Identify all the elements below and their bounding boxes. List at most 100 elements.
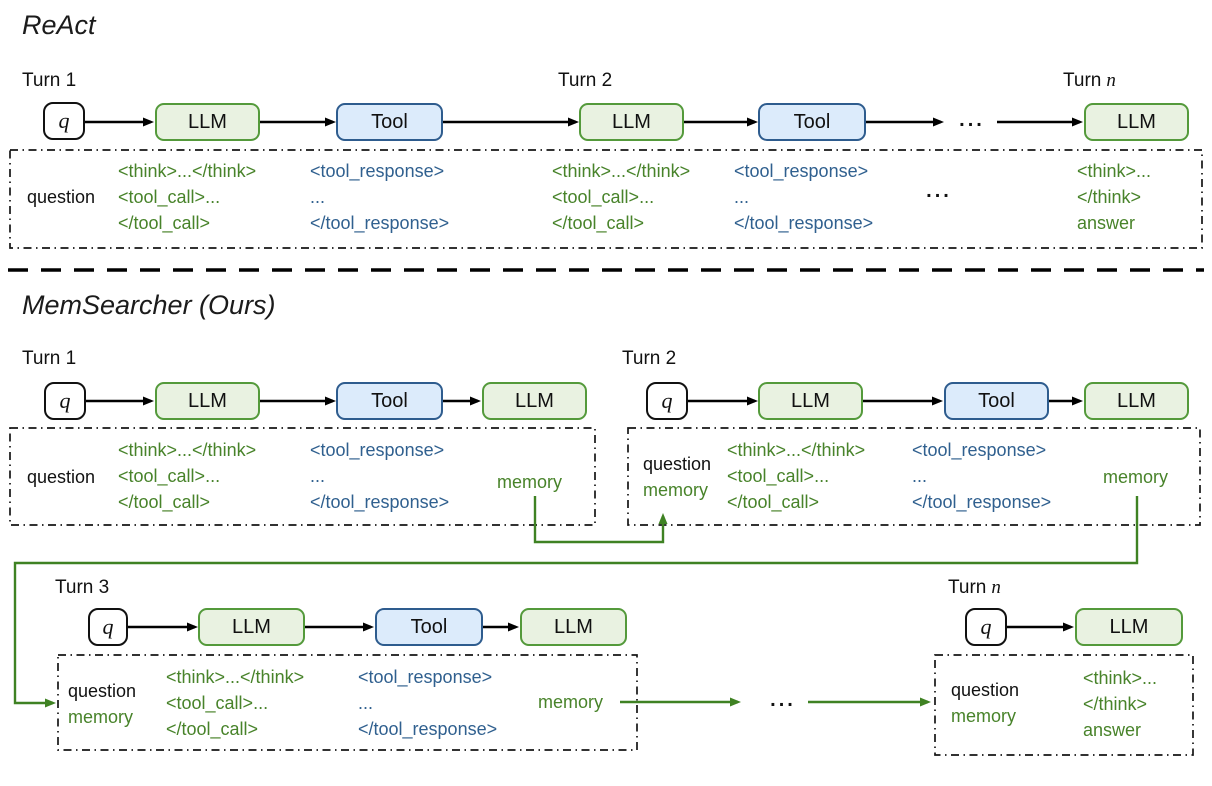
memory-token: memory: [538, 692, 604, 712]
think-token: <think>...</think>: [166, 667, 305, 687]
tool-response-dots-token: ...: [310, 187, 326, 207]
tool-node: Tool: [336, 382, 443, 420]
tool-call-open-token: <tool_call>...: [118, 187, 221, 207]
context-ellipsis: ...: [926, 180, 952, 202]
memory-token: memory: [497, 472, 563, 492]
llm-node: LLM: [1084, 103, 1189, 141]
tool-call-close-token: </tool_call>: [118, 492, 211, 512]
tool-node: Tool: [944, 382, 1049, 420]
turn-label-prefix: Turn: [1063, 70, 1102, 91]
llm-node: LLM: [1084, 382, 1189, 420]
memory-arrow-turn1-to-turn2: [533, 496, 668, 544]
tool-response-close-token: </tool_response>: [358, 719, 498, 739]
tool-response-tokens: <tool_response> ... </tool_response>: [358, 664, 497, 742]
tool-response-close-token: </tool_response>: [734, 213, 874, 233]
question-token: question: [643, 454, 712, 474]
memory-token: memory: [643, 480, 709, 500]
tool-response-open-token: <tool_response>: [310, 161, 445, 181]
memory-arrows: [13, 496, 1139, 708]
tool-call-open-token: <tool_call>...: [118, 466, 221, 486]
react-turn1-label: Turn 1: [22, 70, 77, 91]
tool-response-close-token: </tool_response>: [912, 492, 1052, 512]
memory-token: memory: [68, 707, 134, 727]
tool-response-tokens: <tool_response> ... </tool_response>: [734, 158, 873, 236]
llm-output-tokens: <think>...</think> <tool_call>... </tool…: [552, 158, 690, 236]
llm-node: LLM: [520, 608, 627, 646]
llm-node: LLM: [482, 382, 587, 420]
tool-call-close-token: </tool_call>: [552, 213, 645, 233]
tool-response-open-token: <tool_response>: [358, 667, 493, 687]
think-close-token: </think>: [1077, 187, 1142, 207]
question-token: question: [27, 467, 96, 487]
tool-response-dots-token: ...: [912, 466, 928, 486]
llm-output-tokens: <think>...</think> <tool_call>... </tool…: [727, 437, 865, 515]
tool-node: Tool: [375, 608, 483, 646]
llm-output-tokens: <think>...</think> <tool_call>... </tool…: [166, 664, 304, 742]
question-token: question: [27, 187, 96, 207]
tool-node: Tool: [758, 103, 866, 141]
tool-response-open-token: <tool_response>: [912, 440, 1047, 460]
ms-turn3-label: Turn 3: [55, 577, 110, 598]
memory-token: memory: [1103, 467, 1169, 487]
tool-response-dots-token: ...: [734, 187, 750, 207]
memory-arrow-turn2-to-turn3: [13, 496, 1139, 708]
tool-call-close-token: </tool_call>: [118, 213, 211, 233]
turn-n-variable: n: [1106, 70, 1116, 91]
think-close-token: </think>: [1083, 694, 1148, 714]
llm-output-tokens: <think>...</think> <tool_call>... </tool…: [118, 158, 256, 236]
query-node: q: [88, 608, 128, 646]
question-token: question: [68, 681, 137, 701]
llm-output-tokens: <think>...</think> <tool_call>... </tool…: [118, 437, 256, 515]
query-node: q: [646, 382, 688, 420]
tool-response-tokens: <tool_response> ... </tool_response>: [310, 158, 449, 236]
turn-sequence-ellipsis: ...: [770, 689, 796, 711]
flow-ellipsis: ...: [959, 109, 985, 131]
tool-response-open-token: <tool_response>: [310, 440, 445, 460]
llm-node: LLM: [155, 103, 260, 141]
flow-arrows: [85, 117, 1083, 632]
tool-response-open-token: <tool_response>: [734, 161, 869, 181]
query-node: q: [43, 102, 85, 140]
final-answer-tokens: <think>... </think> answer: [1083, 665, 1157, 743]
final-answer-tokens: <think>... </think> answer: [1077, 158, 1151, 236]
tool-response-close-token: </tool_response>: [310, 492, 450, 512]
tool-response-dots-token: ...: [310, 466, 326, 486]
ms-turn2-context-box: [627, 427, 1201, 526]
tool-response-tokens: <tool_response> ... </tool_response>: [912, 437, 1051, 515]
answer-token: answer: [1077, 213, 1136, 233]
think-token: <think>...</think>: [727, 440, 866, 460]
tool-call-open-token: <tool_call>...: [727, 466, 830, 486]
query-node: q: [965, 608, 1007, 646]
react-context-box: [9, 149, 1203, 249]
tool-call-close-token: </tool_call>: [166, 719, 259, 739]
question-token: question: [951, 680, 1020, 700]
llm-node: LLM: [1075, 608, 1183, 646]
tool-node: Tool: [336, 103, 443, 141]
turn-label-prefix: Turn: [948, 577, 987, 598]
tool-response-close-token: </tool_response>: [310, 213, 450, 233]
tool-call-open-token: <tool_call>...: [166, 693, 269, 713]
ms-turn1-label: Turn 1: [22, 348, 77, 369]
ms-turn1-context-box: [9, 427, 596, 526]
think-open-token: <think>...: [1083, 668, 1158, 688]
tool-response-tokens: <tool_response> ... </tool_response>: [310, 437, 449, 515]
ms-turn3-context-box: [57, 654, 638, 751]
react-turn2-label: Turn 2: [558, 70, 613, 91]
context-box-outlines: [9, 149, 1203, 756]
think-token: <think>...</think>: [552, 161, 691, 181]
llm-node: LLM: [198, 608, 305, 646]
tool-call-close-token: </tool_call>: [727, 492, 820, 512]
think-open-token: <think>...: [1077, 161, 1152, 181]
ms-turn2-label: Turn 2: [622, 348, 677, 369]
llm-node: LLM: [579, 103, 684, 141]
query-node: q: [44, 382, 86, 420]
memory-token: memory: [951, 706, 1017, 726]
ms-turnn-context-box: [934, 654, 1194, 756]
think-token: <think>...</think>: [118, 161, 257, 181]
answer-token: answer: [1083, 720, 1142, 740]
llm-node: LLM: [758, 382, 863, 420]
